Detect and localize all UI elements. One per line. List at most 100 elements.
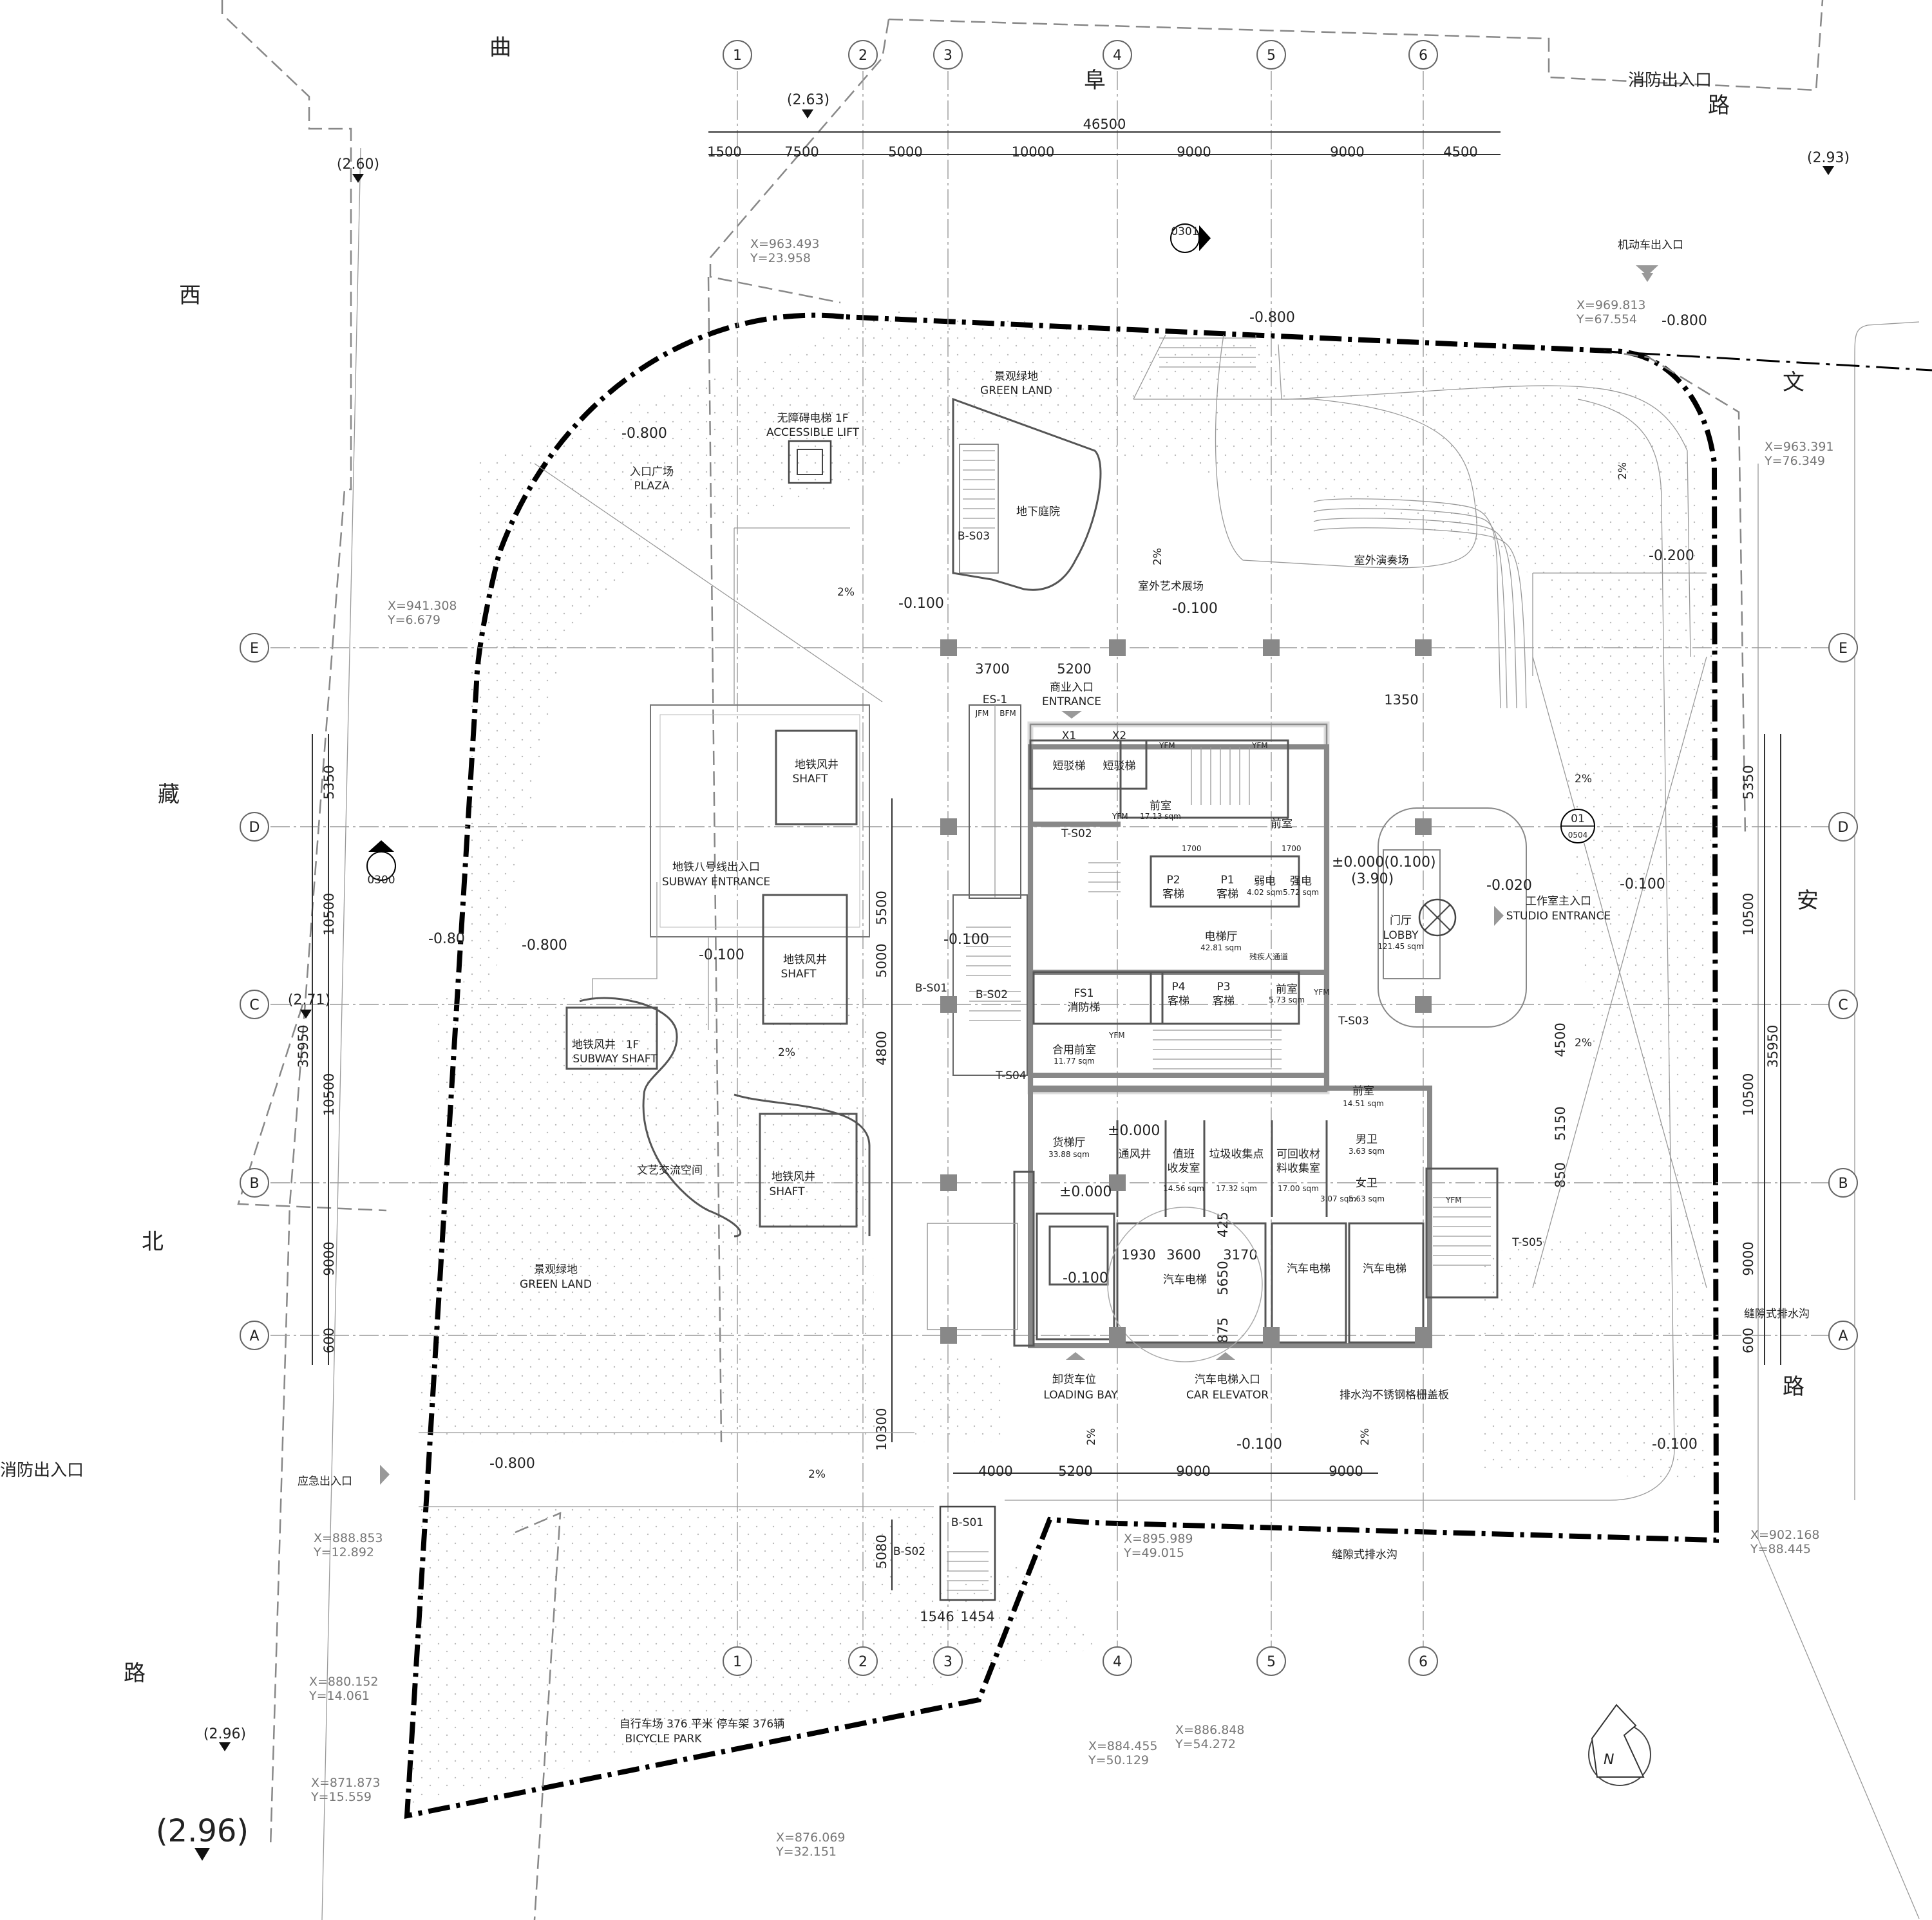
- coord-10-x: X=884.455: [1088, 1739, 1158, 1753]
- level-390: (3.90): [1351, 871, 1394, 887]
- stair-ts02: T-S02: [1061, 827, 1092, 840]
- level-m0100-f: -0.100: [1236, 1436, 1282, 1453]
- level-m0100-d: -0.100: [943, 932, 989, 948]
- area-strong-elec: 5.72 sqm: [1283, 888, 1319, 897]
- grid-bubbles-right: E D C B A: [1828, 633, 1858, 1350]
- elevator-hall: 电梯厅: [1205, 930, 1238, 943]
- dim-inner-3: 1350: [1384, 692, 1418, 708]
- dim-inner-14: 1930: [1121, 1247, 1155, 1263]
- tag-jfm-1: 1700: [1282, 844, 1302, 853]
- culture-space: 文艺交流空间: [637, 1164, 703, 1177]
- coord-5-x: X=888.853: [314, 1531, 383, 1545]
- level-m0100-c: -0.100: [699, 947, 744, 963]
- north-arrow-icon: N: [1588, 1704, 1651, 1786]
- grid-label-5-top: 5: [1267, 48, 1276, 64]
- commercial-entry-cn: 商业入口: [1050, 681, 1094, 694]
- male-wc: 男卫: [1356, 1133, 1378, 1146]
- dim-top-7: 4500: [1443, 144, 1477, 160]
- area-shared-front: 11.77 sqm: [1054, 1057, 1095, 1066]
- coord-3-y: Y=76.349: [1764, 454, 1825, 468]
- dim-right-4: 9000: [1741, 1241, 1756, 1275]
- grid-label-1-top: 1: [733, 48, 742, 64]
- level-m0200: -0.200: [1649, 548, 1694, 564]
- grid-lines: [270, 71, 1829, 1648]
- grid-label-e-left: E: [250, 641, 259, 657]
- dim-inner-7: 4500: [1553, 1022, 1568, 1057]
- drain-cover: 排水沟不锈钢格栅盖板: [1340, 1389, 1449, 1402]
- strong-elec: 强电: [1290, 875, 1312, 888]
- grid-label-b-right: B: [1838, 1176, 1848, 1192]
- slope-9: 2%: [1359, 1428, 1372, 1445]
- stair-bs02: B-S02: [976, 988, 1008, 1001]
- shaft-1-en: SHAFT: [792, 773, 828, 786]
- lift-p3-type: 客梯: [1213, 995, 1235, 1008]
- level-m0800-a: -0.800: [1249, 310, 1295, 326]
- old-boundary-lines: [221, 0, 1932, 1920]
- loading-bay-en: LOADING BAY: [1043, 1389, 1118, 1402]
- vent-well: 通风井: [1119, 1148, 1151, 1161]
- slope-2: 2%: [1151, 548, 1164, 565]
- accessible-lift-en: ACCESSIBLE LIFT: [766, 426, 860, 439]
- road-bei: 北: [142, 1229, 164, 1255]
- area-front-room-1: 17.13 sqm: [1140, 812, 1181, 821]
- shaft-2-en: SHAFT: [781, 968, 817, 981]
- coord-11-y: Y=15.559: [310, 1790, 372, 1804]
- level-293: (2.93): [1807, 150, 1850, 166]
- dim-inner-2: 5200: [1057, 661, 1091, 677]
- road-qu: 曲: [489, 35, 511, 61]
- dim-top-total: 46500: [1083, 117, 1126, 132]
- tag-yfm-4: YFM: [1313, 988, 1330, 997]
- coordinate-labels: X=963.493 Y=23.958 X=969.813 Y=67.554 X=…: [308, 237, 1834, 1859]
- dim-inner-16: 3170: [1223, 1247, 1257, 1263]
- coord-3-x: X=963.391: [1765, 440, 1834, 454]
- lift-x2: X2: [1112, 729, 1126, 742]
- stair-ts03: T-S03: [1338, 1015, 1368, 1028]
- section-01: 01: [1571, 813, 1585, 825]
- coord-2-y: Y=67.554: [1576, 312, 1637, 326]
- loading-bay-cn: 卸货车位: [1052, 1373, 1096, 1386]
- lobby-cn: 门厅: [1390, 914, 1412, 927]
- outdoor-stage: 室外演奏场: [1354, 554, 1409, 567]
- plaza-en: PLAZA: [634, 480, 669, 493]
- level-260: (2.60): [337, 156, 379, 173]
- slope-7: 2%: [808, 1468, 826, 1481]
- grid-label-1-bottom: 1: [733, 1654, 742, 1670]
- level-263: (2.63): [787, 92, 829, 108]
- level-m0800-e: -0.800: [489, 1456, 535, 1472]
- north-label: N: [1604, 1752, 1614, 1768]
- female-wc: 女卫: [1356, 1177, 1378, 1190]
- level-271: (2.71): [288, 992, 330, 1008]
- road-lu-top: 路: [1708, 93, 1730, 118]
- esc-dim-2: BFM: [999, 709, 1016, 718]
- front-room-4: 前室: [1352, 1085, 1374, 1098]
- shaft-2-cn: 地铁风井: [783, 954, 827, 966]
- dim-top-5: 9000: [1177, 144, 1211, 160]
- slope-1: 2%: [837, 586, 855, 599]
- emergency-entry: 应急出入口: [298, 1475, 352, 1488]
- green-land-top-en: GREEN LAND: [980, 384, 1052, 397]
- dim-top-1: 1500: [707, 144, 741, 160]
- sunken-court: 地下庭院: [1016, 505, 1060, 518]
- level-m0800-b: -0.800: [1662, 313, 1707, 329]
- coord-12-x: X=876.069: [776, 1831, 846, 1845]
- area-recycle: 17.00 sqm: [1278, 1184, 1319, 1193]
- grid-label-4-top: 4: [1113, 48, 1122, 64]
- subway-shaft-cn: 地铁风井: [572, 1039, 616, 1051]
- lift-p2-type: 客梯: [1162, 888, 1184, 901]
- front-room-3: 前室: [1276, 983, 1298, 996]
- fire-entry-top: 消防出入口: [1628, 71, 1712, 90]
- coord-4-y: Y=6.679: [387, 613, 440, 627]
- dim-right-1: 5350: [1741, 765, 1756, 799]
- coord-12-y: Y=32.151: [775, 1845, 837, 1859]
- shared-front: 合用前室: [1052, 1044, 1096, 1057]
- coord-6-y: Y=49.015: [1123, 1546, 1184, 1560]
- road-zang: 藏: [158, 782, 180, 807]
- stair-bs02-bottom: B-S02: [893, 1545, 925, 1558]
- lift-p1-type: 客梯: [1217, 888, 1238, 901]
- section-0504: 0504: [1568, 831, 1588, 840]
- commercial-entry-en: ENTRANCE: [1042, 695, 1101, 708]
- road-lu-right: 路: [1783, 1374, 1804, 1400]
- road-wen: 文: [1783, 370, 1804, 395]
- bicycle-park-en: BICYCLE PARK: [625, 1733, 703, 1746]
- dim-inner-12: 1546: [920, 1609, 954, 1624]
